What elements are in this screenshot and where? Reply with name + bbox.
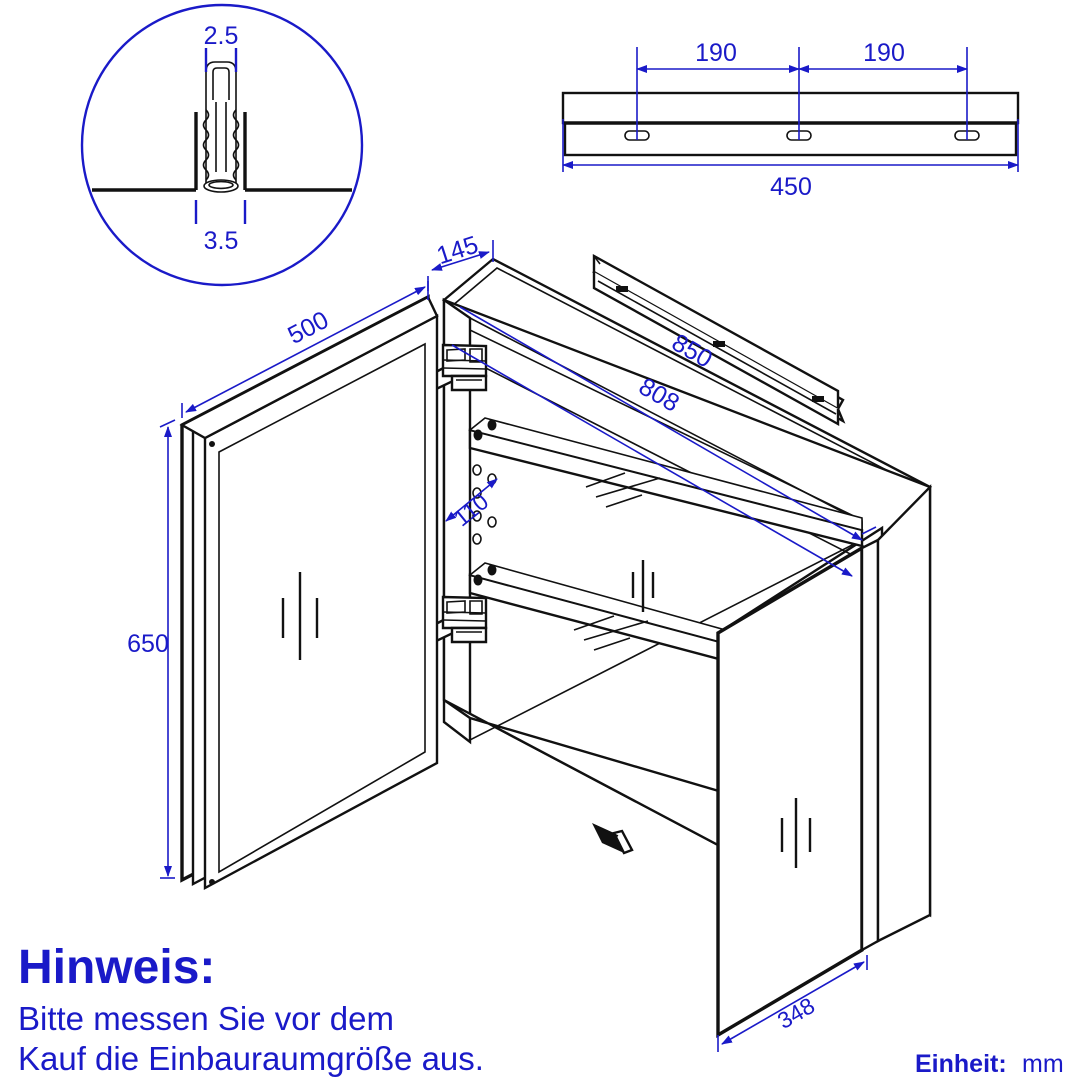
detail-circle-outline bbox=[80, 3, 364, 287]
dim-label-145: 145 bbox=[433, 231, 481, 271]
unit-label-group: Einheit: mm bbox=[915, 1050, 1064, 1078]
wall-plug-body bbox=[205, 61, 237, 185]
right-mirror-door bbox=[716, 484, 932, 1038]
shelf-support-pins bbox=[473, 419, 497, 586]
hanging-rail-isometric bbox=[592, 253, 846, 427]
door-latch-catch bbox=[592, 823, 634, 855]
note-heading: Hinweis: bbox=[18, 941, 215, 994]
note-block: Hinweis: Bitte messen Sie vor dem Kauf d… bbox=[18, 941, 484, 1077]
mounting-rail-front-view-group: 190 190 450 bbox=[561, 39, 1020, 201]
dim-label-650: 650 bbox=[127, 630, 169, 658]
dim-348-line bbox=[721, 961, 865, 1045]
dim-110-line bbox=[445, 478, 498, 522]
cabinet-isometric-group: 145 500 650 850 808 110 348 bbox=[127, 231, 933, 1052]
dim-850-ext-right bbox=[861, 526, 877, 535]
dim-label-500: 500 bbox=[283, 306, 333, 350]
unit-label-bold: Einheit: bbox=[915, 1050, 1007, 1078]
dim-145-line bbox=[431, 251, 490, 271]
wall-plug-bore bbox=[208, 180, 234, 190]
rail-upper-band bbox=[561, 91, 1020, 125]
dim-label-2-5: 2.5 bbox=[204, 22, 239, 50]
detail-circle-group: 2.5 3.5 bbox=[80, 3, 364, 287]
dim-808-line bbox=[451, 344, 853, 577]
centre-handle-marks bbox=[631, 560, 655, 612]
dim-850-line bbox=[459, 306, 863, 541]
dim-500-line bbox=[185, 286, 426, 413]
wall-plug-slot bbox=[212, 67, 230, 100]
wall-plug-ribs-right bbox=[232, 109, 240, 181]
shelf-reflection-hatch-lower bbox=[573, 615, 649, 651]
cabinet-shelf-upper bbox=[468, 417, 864, 548]
unit-label-value: mm bbox=[1022, 1050, 1064, 1078]
dim-label-190-right: 190 bbox=[863, 39, 905, 67]
note-line-1: Bitte messen Sie vor dem bbox=[18, 1000, 394, 1037]
wall-plug-inner-edges bbox=[215, 102, 227, 172]
shelf-reflection-hatch-upper bbox=[585, 472, 661, 508]
dim-650-ext-top bbox=[159, 419, 176, 428]
dim-label-190-left: 190 bbox=[695, 39, 737, 67]
wall-plug-ribs-left bbox=[202, 109, 210, 181]
left-mirror-door bbox=[179, 294, 439, 891]
cabinet-top-panel-inner-edge bbox=[451, 267, 926, 491]
note-line-2: Kauf die Einbauraumgröße aus. bbox=[18, 1040, 484, 1077]
dim-label-3-5: 3.5 bbox=[204, 227, 239, 255]
dim-label-450: 450 bbox=[770, 173, 812, 201]
